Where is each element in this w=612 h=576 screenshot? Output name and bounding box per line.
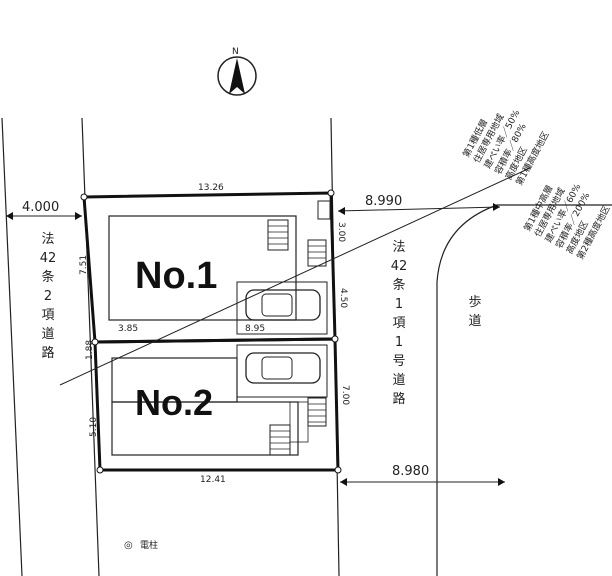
svg-text:号: 号 (392, 354, 405, 369)
utility-pole-icon (334, 466, 342, 474)
right-road-width-top: 8.990 (365, 194, 402, 209)
zoning-boundary-line (59, 167, 531, 386)
svg-text:道: 道 (41, 327, 54, 342)
svg-text:道: 道 (468, 314, 481, 329)
dimension-inner-right: 8.95 (245, 324, 265, 334)
lot-1-building (108, 215, 297, 321)
svg-text:2: 2 (44, 289, 52, 304)
dimension-left-lot2: 5.10 (89, 417, 99, 437)
svg-text:42: 42 (40, 251, 57, 266)
svg-text:1: 1 (395, 297, 403, 312)
sidewalk-edge (436, 204, 612, 576)
lot-2-boundary (93, 337, 340, 472)
dimension-inner-left: 3.85 (118, 324, 138, 334)
right-road-width-top-arrow (337, 203, 501, 215)
stairs-icon (307, 239, 327, 267)
left-road-name: 法 42 条 2 項 道 路 (40, 232, 57, 361)
svg-text:路: 路 (41, 345, 54, 361)
north-compass-icon: N (217, 47, 257, 96)
utility-pole-icon (80, 193, 88, 201)
legend: ◎ 電柱 (124, 539, 158, 551)
dimension-left-lot1: 7.51 (79, 255, 89, 275)
zoning-note-upper: 第1種低層 住居専用地域 建ぺい率／50% 容積率／80% 高度地区 第1種高度… (460, 107, 552, 187)
svg-text:項: 項 (392, 316, 405, 331)
dimension-right-top: 3.00 (336, 222, 346, 242)
legend-text: 電柱 (140, 539, 158, 551)
porch (289, 401, 309, 443)
dimension-right-lot2: 7.00 (340, 385, 350, 405)
left-road-width-arrow (6, 212, 82, 220)
sidewalk-label: 歩 道 (468, 295, 481, 329)
car-icon (245, 289, 321, 321)
svg-text:法: 法 (41, 232, 54, 247)
svg-text:条: 条 (41, 269, 54, 285)
svg-text:路: 路 (392, 391, 405, 407)
stairs-icon (267, 219, 289, 251)
dimension-right-mid: 4.50 (338, 288, 348, 308)
right-road-name: 法 42 条 1 項 1 号 道 路 (391, 240, 408, 407)
svg-text:条: 条 (392, 277, 405, 293)
dimension-bottom: 12.41 (200, 475, 226, 485)
stairs-icon (269, 424, 291, 456)
legend-symbol: ◎ (124, 540, 133, 551)
stairs-icon (307, 397, 327, 427)
svg-text:項: 項 (41, 308, 54, 323)
utility-pole-icon (91, 338, 99, 346)
dimension-left-mid: 1.88 (85, 340, 95, 360)
svg-text:42: 42 (391, 259, 408, 274)
utility-pole-icon (96, 466, 104, 474)
dimension-top: 13.26 (198, 183, 224, 193)
lot-1-label: No.1 (135, 255, 217, 297)
compass-label: N (232, 47, 239, 57)
zoning-note-lower: 第1種中高層 住居専用地域 建ぺい率／60% 容積率／200% 高度地区 第2種… (521, 181, 612, 261)
svg-text:道: 道 (392, 373, 405, 388)
svg-text:歩: 歩 (468, 295, 481, 310)
svg-text:1: 1 (395, 335, 403, 350)
svg-text:法: 法 (392, 240, 405, 255)
car-icon (245, 352, 321, 384)
right-road-width-bottom: 8.980 (392, 464, 429, 479)
meter-box (317, 200, 331, 220)
right-road-width-bottom-arrow (340, 478, 505, 486)
left-road-width: 4.000 (22, 200, 59, 215)
lot-2-parking (236, 344, 328, 398)
utility-pole-icon (331, 335, 339, 343)
left-road-outer-edge (1, 117, 23, 576)
lot-2-label: No.2 (135, 382, 213, 423)
utility-pole-icon (327, 189, 335, 197)
